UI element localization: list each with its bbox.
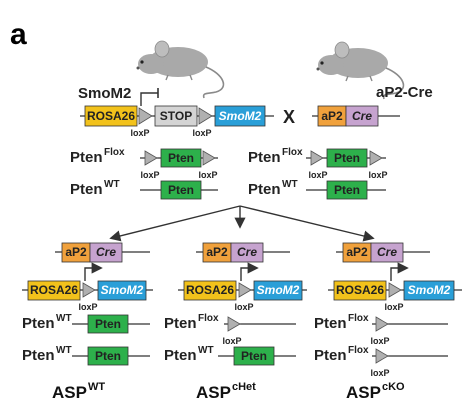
allele-sup-label: Flox bbox=[348, 313, 369, 324]
loxp-label: loxP bbox=[384, 302, 403, 312]
cre-label: Cre bbox=[352, 109, 372, 123]
pten-box bbox=[160, 180, 202, 200]
pten-box bbox=[326, 148, 368, 168]
loxp-label: loxP bbox=[140, 170, 159, 180]
genotype-sup: cKO bbox=[382, 381, 405, 393]
loxp-label: loxP bbox=[78, 302, 97, 312]
pten-label: Pten bbox=[168, 183, 194, 197]
cre-label: Cre bbox=[237, 245, 257, 259]
cre-label: Cre bbox=[377, 245, 397, 259]
promoter-arrow bbox=[84, 262, 103, 281]
rosa26-label: ROSA26 bbox=[186, 283, 234, 297]
ap2-cre-allele-label: aP2-Cre bbox=[376, 84, 433, 101]
allele-base-label: Pten bbox=[314, 347, 347, 364]
loxp-label: loxP bbox=[192, 128, 211, 138]
smom2-label: SmoM2 bbox=[257, 283, 300, 297]
loxp-label: loxP bbox=[370, 368, 389, 378]
loxp-label: loxP bbox=[370, 336, 389, 346]
loxp-label: loxP bbox=[130, 128, 149, 138]
ap2-cre-construct: aP2 Cre bbox=[312, 105, 400, 127]
smom2-allele-label: SmoM2 bbox=[78, 85, 131, 102]
rosa26-label: ROSA26 bbox=[30, 283, 78, 297]
allele-sup-label: WT bbox=[282, 179, 298, 190]
genotype-sup: WT bbox=[88, 381, 105, 393]
arrow-right bbox=[239, 205, 375, 242]
rosa26-box bbox=[84, 105, 138, 127]
loxp-label: loxP bbox=[234, 302, 253, 312]
loxp-label: loxP bbox=[222, 336, 241, 346]
promoter-arrow bbox=[140, 92, 158, 106]
pten-label: Pten bbox=[168, 151, 194, 165]
rosa26-label: ROSA26 bbox=[336, 283, 384, 297]
allele-base-label: Pten bbox=[248, 181, 281, 198]
allele-sup-label: WT bbox=[198, 345, 214, 356]
loxp-label: loxP bbox=[308, 170, 327, 180]
allele-sup-label: Flox bbox=[282, 147, 303, 158]
mouse-left-icon bbox=[135, 40, 225, 99]
genotype-name: ASP bbox=[346, 383, 381, 402]
parent-left-pten-flox: Pten Flox Pten loxP loxP bbox=[70, 147, 218, 180]
pten-box bbox=[326, 180, 368, 200]
allele-sup-label: Flox bbox=[198, 313, 219, 324]
parent-left-pten-wt: Pten WT Pten bbox=[70, 179, 218, 200]
stop-box bbox=[154, 105, 198, 127]
stop-label: STOP bbox=[160, 109, 192, 123]
smom2-label: SmoM2 bbox=[101, 283, 144, 297]
allele-base-label: Pten bbox=[70, 181, 103, 198]
genotype-name: ASP bbox=[52, 383, 87, 402]
allele-sup-label: WT bbox=[104, 179, 120, 190]
loxp-label: loxP bbox=[368, 170, 387, 180]
ap2-label: aP2 bbox=[321, 109, 343, 123]
loxp-label: loxP bbox=[198, 170, 217, 180]
offspring-asp-cko: aP2 Cre ROSA26 SmoM2 loxP Pten Flox loxP… bbox=[314, 242, 462, 402]
allele-base-label: Pten bbox=[314, 315, 347, 332]
smom2-label: SmoM2 bbox=[219, 109, 262, 123]
genotype-sup: cHet bbox=[232, 381, 256, 393]
offspring-asp-chet: aP2 Cre ROSA26 SmoM2 loxP Pten Flox loxP… bbox=[164, 242, 307, 402]
arrow-left bbox=[109, 205, 241, 242]
pten-box bbox=[160, 148, 202, 168]
promoter-arrow bbox=[240, 262, 259, 281]
pten-label: Pten bbox=[241, 349, 267, 363]
parent-right-pten-wt: Pten WT Pten bbox=[248, 179, 386, 200]
genotype-name: ASP bbox=[196, 383, 231, 402]
allele-sup-label: WT bbox=[56, 313, 72, 324]
allele-base-label: Pten bbox=[22, 315, 55, 332]
pten-label: Pten bbox=[334, 151, 360, 165]
allele-sup-label: Flox bbox=[104, 147, 125, 158]
rosa26-label: ROSA26 bbox=[87, 109, 135, 123]
cross-symbol: X bbox=[283, 107, 295, 127]
smom2-box bbox=[214, 105, 266, 127]
allele-base-label: Pten bbox=[164, 315, 197, 332]
allele-base-label: Pten bbox=[70, 149, 103, 166]
cre-label: Cre bbox=[96, 245, 116, 259]
allele-base-label: Pten bbox=[22, 347, 55, 364]
parent-right-pten-flox: Pten Flox Pten loxP loxP bbox=[248, 147, 388, 180]
pten-label: Pten bbox=[95, 317, 121, 331]
loxp-triangle bbox=[198, 107, 213, 125]
cre-box bbox=[345, 105, 379, 127]
smom2-label: SmoM2 bbox=[408, 283, 451, 297]
breeding-arrows bbox=[109, 205, 375, 242]
offspring-asp-wt: aP2 Cre ROSA26 SmoM2 loxP Pten WT Pten P… bbox=[22, 242, 153, 402]
allele-base-label: Pten bbox=[164, 347, 197, 364]
smom2-construct: ROSA26 STOP SmoM2 loxP loxP bbox=[80, 88, 274, 138]
pten-label: Pten bbox=[95, 349, 121, 363]
promoter-arrow bbox=[390, 262, 409, 281]
ap2-label: aP2 bbox=[346, 245, 368, 259]
ap2-label: aP2 bbox=[206, 245, 228, 259]
ap2-label: aP2 bbox=[65, 245, 87, 259]
allele-sup-label: WT bbox=[56, 345, 72, 356]
loxp-triangle bbox=[138, 107, 153, 125]
panel-label: a bbox=[10, 18, 27, 51]
pten-label: Pten bbox=[334, 183, 360, 197]
allele-sup-label: Flox bbox=[348, 345, 369, 356]
allele-base-label: Pten bbox=[248, 149, 281, 166]
